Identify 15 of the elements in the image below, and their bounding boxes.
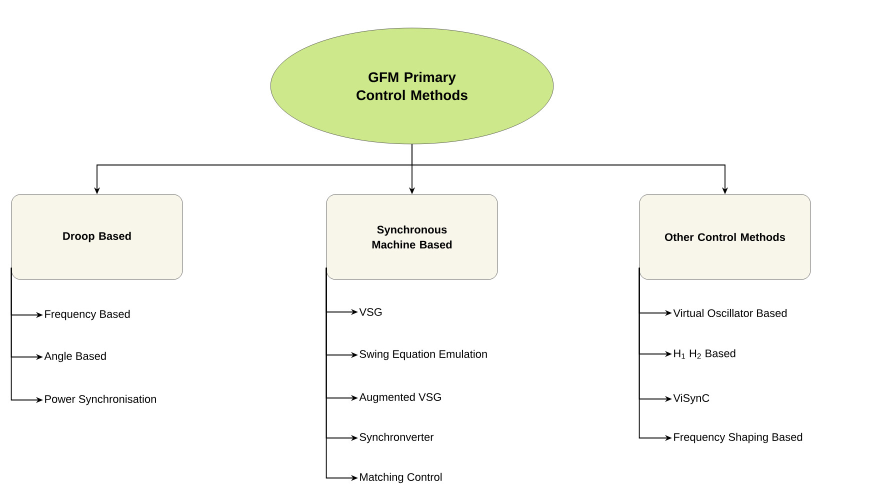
method-label: Angle Based bbox=[44, 352, 106, 362]
method-label: VSG bbox=[359, 308, 382, 316]
method-label: Augmented VSG bbox=[359, 392, 441, 404]
category-box: Synchronous Machine Based bbox=[326, 194, 498, 280]
method-label: Swing Equation Emulation bbox=[360, 350, 487, 360]
category-box: Droop Based bbox=[11, 194, 183, 280]
method-label: Frequency Shaping Based bbox=[674, 432, 802, 444]
method-label: H$_{1}$ H$_{2}$ Based bbox=[674, 349, 736, 359]
method-label: Frequency Based bbox=[45, 310, 130, 320]
method-label: Power Synchronisation bbox=[45, 394, 156, 406]
method-label: Virtual Oscillator Based bbox=[673, 308, 787, 318]
category-box: Other Control Methods bbox=[639, 194, 811, 280]
method-label: Synchronverter bbox=[360, 432, 434, 444]
method-label: Matching Control bbox=[360, 472, 442, 484]
method-label: ViSynC bbox=[673, 394, 710, 404]
